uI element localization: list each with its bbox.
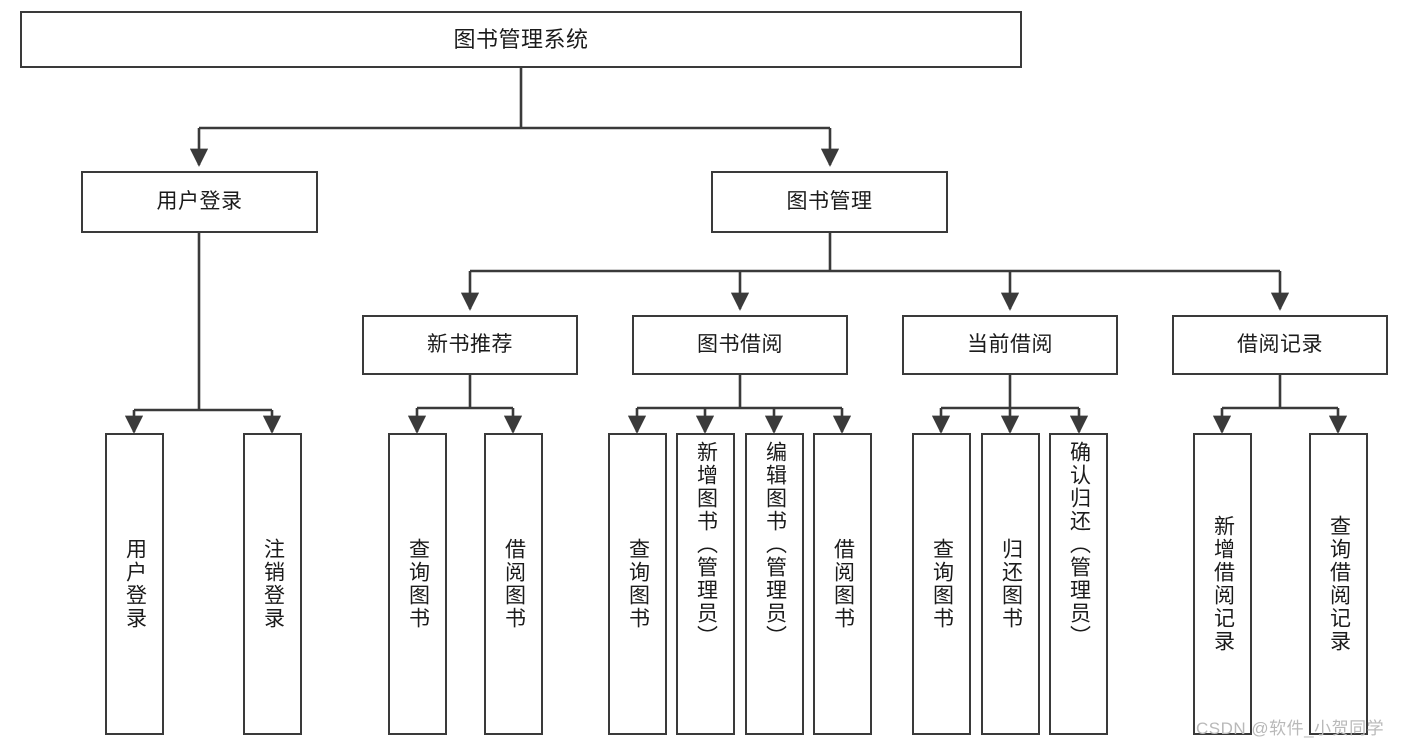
node-leaf-query-book-1[interactable]: 查询图书 — [388, 433, 447, 735]
node-leaf-edit-book[interactable]: 编辑图书（管理员） — [745, 433, 804, 735]
node-leaf-borrow-book-1[interactable]: 借阅图书 — [484, 433, 543, 735]
node-leaf-borrow-book-2[interactable]: 借阅图书 — [813, 433, 872, 735]
node-leaf-add-book[interactable]: 新增图书（管理员） — [676, 433, 735, 735]
node-leaf-return-book[interactable]: 归还图书 — [981, 433, 1040, 735]
node-user-login[interactable]: 用户登录 — [81, 171, 318, 233]
node-book-borrow[interactable]: 图书借阅 — [632, 315, 848, 375]
csdn-watermark: CSDN @软件_小贺同学 — [1196, 719, 1385, 738]
node-label: 查询借阅记录 — [1327, 515, 1351, 653]
node-new-book-recommend[interactable]: 新书推荐 — [362, 315, 578, 375]
node-label: 借阅记录 — [1237, 332, 1323, 356]
node-label: 注销登录 — [261, 538, 285, 630]
node-leaf-query-book-2[interactable]: 查询图书 — [608, 433, 667, 735]
node-label: 查询图书 — [406, 538, 430, 630]
node-label: 新增图书（管理员） — [694, 441, 718, 648]
node-label: 确认归还（管理员） — [1067, 441, 1091, 648]
node-label: 图书借阅 — [697, 332, 783, 356]
node-leaf-logout-login[interactable]: 注销登录 — [243, 433, 302, 735]
node-root-system[interactable]: 图书管理系统 — [20, 11, 1022, 68]
node-label: 归还图书 — [999, 538, 1023, 630]
node-label: 图书管理 — [786, 189, 873, 213]
node-label: 编辑图书（管理员） — [763, 441, 787, 648]
node-current-borrow[interactable]: 当前借阅 — [902, 315, 1118, 375]
node-borrow-record[interactable]: 借阅记录 — [1172, 315, 1388, 375]
node-label: 借阅图书 — [502, 538, 526, 630]
node-label: 当前借阅 — [967, 332, 1053, 356]
node-leaf-query-book-3[interactable]: 查询图书 — [912, 433, 971, 735]
node-leaf-user-login[interactable]: 用户登录 — [105, 433, 164, 735]
node-leaf-query-record[interactable]: 查询借阅记录 — [1309, 433, 1368, 735]
node-label: 新书推荐 — [427, 332, 513, 356]
node-label: 用户登录 — [123, 538, 147, 630]
node-label: 借阅图书 — [831, 538, 855, 630]
node-leaf-confirm-return[interactable]: 确认归还（管理员） — [1049, 433, 1108, 735]
node-book-manage[interactable]: 图书管理 — [711, 171, 948, 233]
node-label: 图书管理系统 — [453, 26, 589, 52]
node-label: 新增借阅记录 — [1211, 515, 1235, 653]
node-label: 用户登录 — [156, 189, 243, 213]
node-leaf-add-record[interactable]: 新增借阅记录 — [1193, 433, 1252, 735]
node-label: 查询图书 — [930, 538, 954, 630]
node-label: 查询图书 — [626, 538, 650, 630]
